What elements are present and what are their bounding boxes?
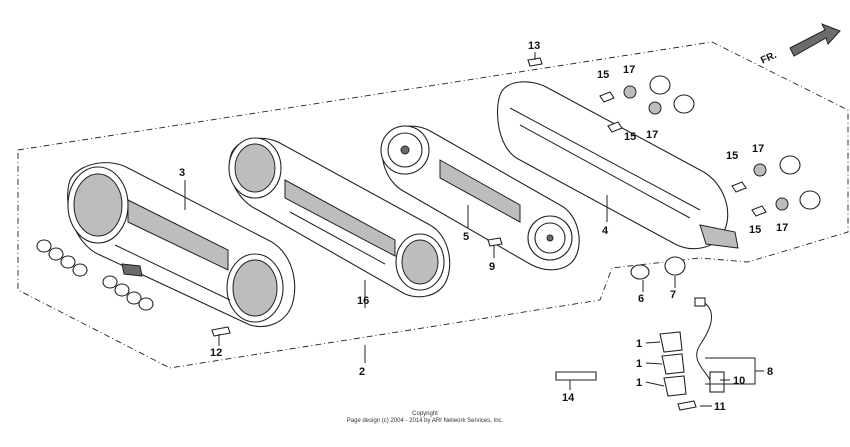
copyright-line-1: Copyright [412,411,438,417]
callout-6: 6 [638,293,644,305]
front-label: FR. [759,50,778,67]
part-9-screw [487,237,503,247]
part-8-wiring [694,297,725,393]
callout-14: 14 [562,392,575,404]
part-11-screw [677,400,697,411]
callout-1a: 1 [636,338,642,350]
callout-5: 5 [463,231,469,243]
part-1-clips [659,331,687,397]
callout-1c: 1 [636,377,642,389]
callout-9: 9 [489,261,495,273]
callout-17c: 17 [752,143,764,155]
callout-16: 16 [357,295,369,307]
callout-10: 10 [733,375,745,387]
loose-knobs [36,239,154,311]
callout-12: 12 [210,347,222,359]
part-13-screw [527,57,543,67]
copyright-line-2: Page design (c) 2004 - 2014 by ARI Netwo… [346,418,504,424]
leader-lines [184,52,764,407]
callout-2: 2 [359,366,365,378]
callout-7: 7 [670,289,676,301]
callout-17b: 17 [646,129,658,141]
callout-1b: 1 [636,358,642,370]
callout-15d: 15 [749,224,761,236]
bulb-sockets [599,75,821,217]
callout-4: 4 [602,225,609,237]
part-12-screw [211,326,231,337]
callout-17a: 17 [623,64,635,76]
callout-15b: 15 [624,131,636,143]
callout-13: 13 [528,40,540,52]
callout-8: 8 [767,366,773,378]
part-3-front-panel [67,162,296,327]
part-4-case [497,81,739,250]
front-direction-arrow: FR. [759,23,841,67]
callout-15a: 15 [597,69,609,81]
part-14-screw [555,371,597,381]
callout-3: 3 [179,167,185,179]
callout-11: 11 [714,401,726,413]
part-5-meter-assembly [380,125,580,271]
parts-6-7 [630,256,686,280]
callout-17d: 17 [776,222,788,234]
callout-15c: 15 [726,150,738,162]
part-16-panel [228,137,451,298]
